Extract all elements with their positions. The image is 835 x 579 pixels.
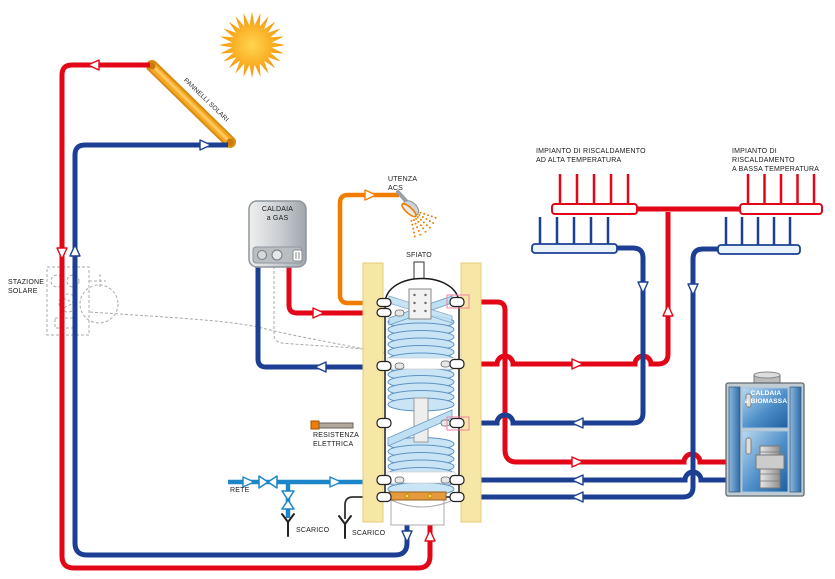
electric-heater-element [388,491,447,501]
valve-icon [258,475,295,510]
drain-left-label: SCARICO [296,527,330,534]
lower-coil [387,437,455,496]
pump-station-icon [46,266,119,336]
gas-boiler-return-pipe [255,266,383,370]
high-temp-heating-label: IMPIANTO DI RISCALDAMENTO AD ALTA TEMPER… [536,148,646,165]
vent-icon [413,261,425,280]
drain-center-label: SCARICO [352,530,386,537]
low-temp-heating-label: IMPIANTO DI RISCALDAMENTO A BASSA TEMPER… [732,148,820,174]
electric-heater-icon [310,420,354,430]
sensor-line [89,266,385,354]
dhw-pipe [337,192,399,306]
tank-to-biomass-pipe [458,299,726,465]
flow-arrow-icon [56,59,699,543]
tank-connection-stub [376,296,465,503]
shower-icon [396,190,437,238]
solar-panel-icon [146,60,236,148]
solar-hot-pipe [59,62,433,571]
mains-label: RETE [230,487,250,494]
mains-pipe [228,479,383,518]
electric-resistance-label: RESISTENZA ELETTRICA [313,432,359,449]
low-temp-return-pipe [458,246,719,500]
solar-cold-pipe [72,142,410,558]
high-temp-return-pipe [458,245,646,426]
biomass-boiler-icon [725,371,805,497]
sun-icon [219,12,285,78]
drain-icon [281,513,352,539]
gas-boiler-icon [248,200,307,268]
solar-station-label: STAZIONE SOLARE [8,279,45,296]
biomass-boiler-label: CALDAIA a BIOMASSA [744,390,788,406]
radiator-icon [531,174,823,255]
vent-label: SFIATO [406,252,432,259]
gas-boiler-supply-pipe [286,266,383,316]
tank-drain-pipe [344,496,381,519]
biomass-return-pipe [458,469,726,483]
gas-boiler-label: CALDAIA a GAS [261,206,294,223]
radiator-supply-pipe [458,206,742,367]
storage-tank-icon [362,261,482,526]
dhw-user-label: UTENZA ACS [388,176,418,193]
